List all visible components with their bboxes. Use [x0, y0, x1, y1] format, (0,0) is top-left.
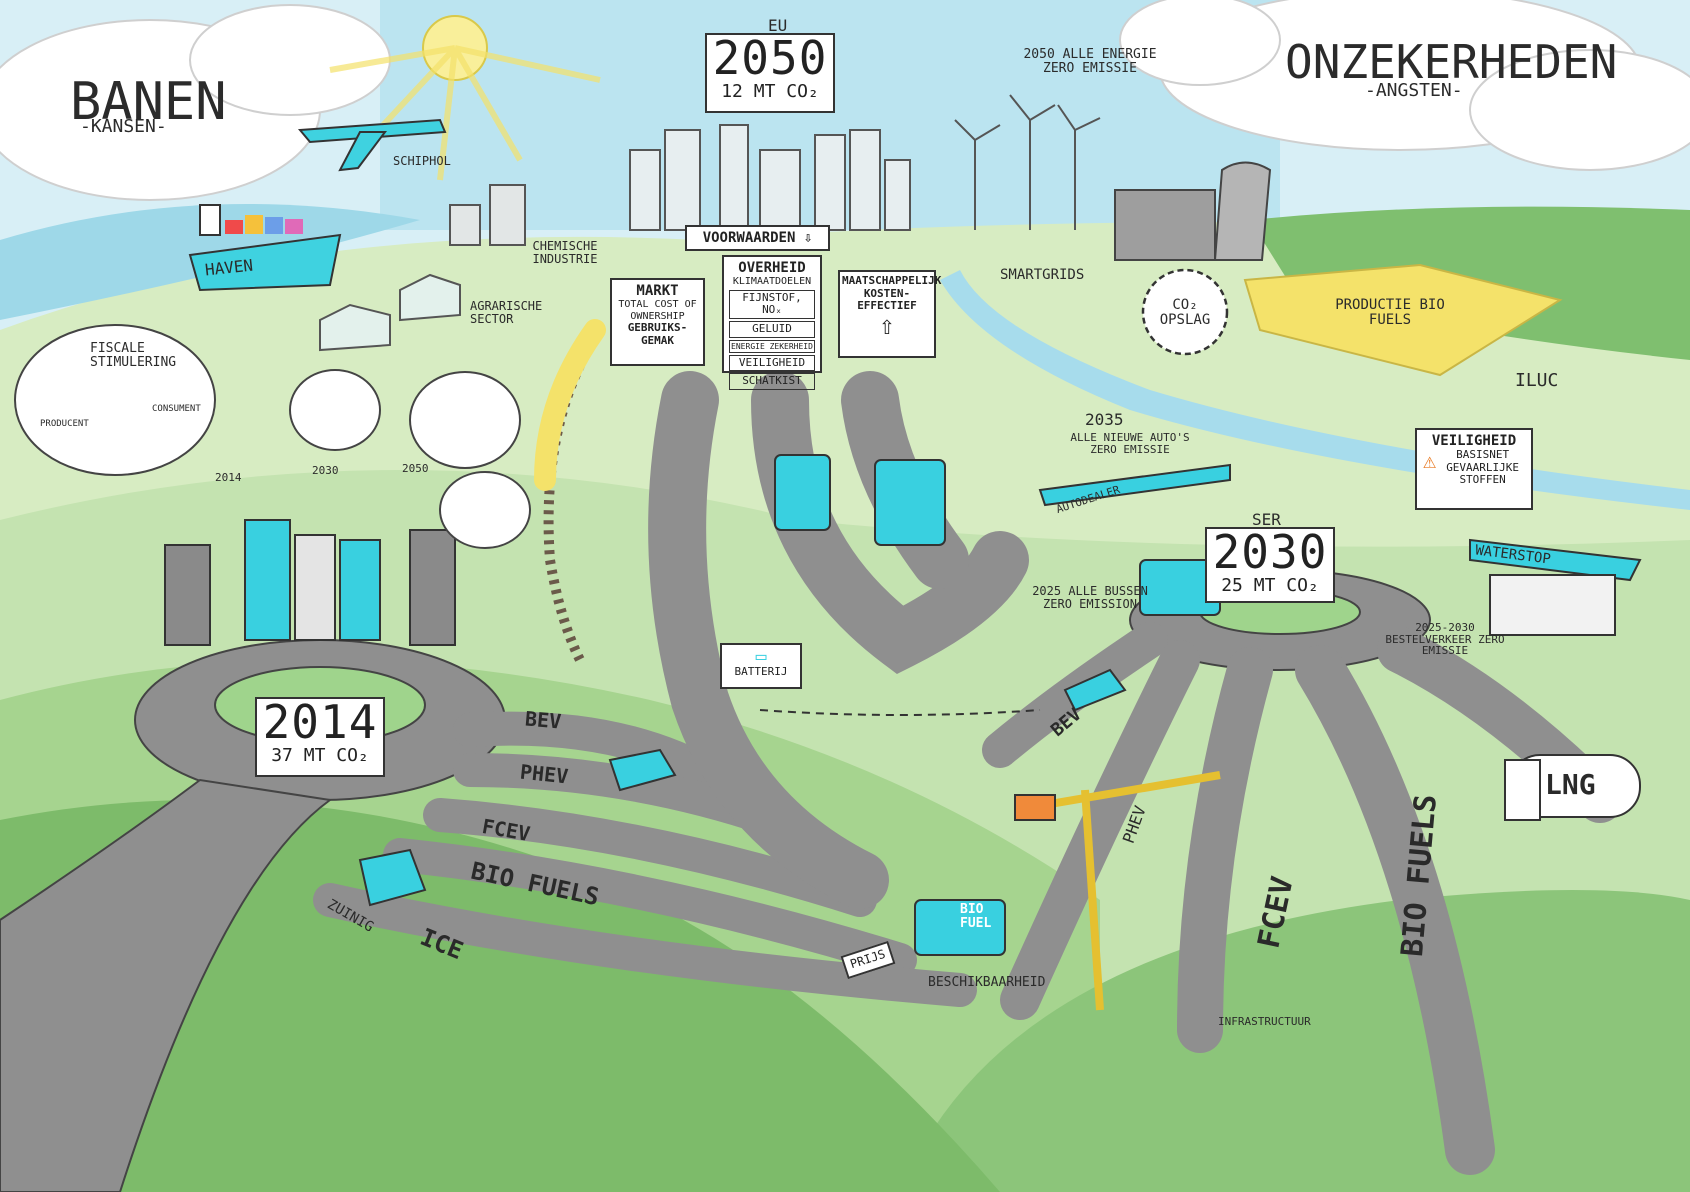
chemical-plant [449, 184, 526, 246]
heading-onzekerheden-sub: -ANGSTEN- [1365, 80, 1463, 101]
waterstop-station [1469, 538, 1642, 636]
road-bev: BEV [524, 706, 563, 734]
timeline-2050: 2050 [402, 462, 429, 475]
label-beschikbaarheid: BESCHIKBAARHEID [928, 975, 1046, 990]
thought-bubbles [14, 324, 531, 549]
batterij-text: BATTERIJ [734, 665, 788, 678]
sign-batterij: ▭ BATTERIJ [720, 643, 802, 689]
goal-2050-year: 2050 [712, 31, 828, 85]
cloud-right [1119, 0, 1690, 171]
truck-icon [774, 454, 831, 531]
label-consument: CONSUMENT [152, 404, 201, 414]
maatschappij-text: MAATSCHAPPELIJK KOSTEN-EFFECTIEF [842, 274, 942, 313]
start-2014-co2: 37 MT CO₂ [271, 745, 369, 766]
stakeholders [164, 519, 456, 646]
airplane-icon [297, 118, 447, 172]
timeline-2014: 2014 [215, 471, 242, 484]
overheid-text: KLIMAATDOELEN [732, 276, 812, 288]
label-producent: PRODUCENT [40, 419, 89, 429]
milestone-2025-text: 2025 ALLE BUSSEN ZERO EMISSION [1032, 584, 1148, 611]
road-lng: LNG [1545, 768, 1596, 801]
milestone-2035-text: ALLE NIEUWE AUTO'S ZERO EMISSIE [1070, 431, 1190, 456]
autodealer-roof [1038, 463, 1231, 507]
overheid-item: ENERGIE ZEKERHEID [729, 339, 815, 353]
veiligheid-title: VEILIGHEID [1431, 433, 1517, 449]
milestone-2035-year: 2035 [1085, 410, 1124, 429]
label-chemische: CHEMISCHE INDUSTRIE [532, 239, 598, 266]
label-co2-opslag: CO₂ OPSLAG [1159, 297, 1211, 328]
goal-2050-box: 2050 12 MT CO₂ [705, 33, 835, 113]
veiligheid-text: BASISNET GEVAARLIJKE STOFFEN [1446, 448, 1520, 487]
car-icon [358, 848, 427, 907]
biofuel-field [1243, 263, 1563, 377]
milestone-2025-2030-text: 2025-2030 BESTELVERKEER ZERO EMISSIE [1385, 621, 1505, 658]
wind-turbines [954, 94, 1101, 230]
overheid-item: SCHATKIST [729, 373, 815, 390]
sign-veiligheid: VEILIGHEID ⚠ BASISNET GEVAARLIJKE STOFFE… [1415, 428, 1533, 510]
label-productie-biofuels: PRODUCTIE BIO FUELS [1335, 297, 1445, 328]
goal-2030-year: 2030 [1212, 525, 1328, 579]
co2-storage [1141, 268, 1229, 356]
overheid-title: OVERHEID [738, 260, 806, 276]
ser-label: SER [1252, 510, 1281, 529]
label-fiscale: FISCALE STIMULERING [90, 341, 177, 370]
bus-icon [874, 459, 946, 546]
warning-icon: ⚠ [1423, 449, 1437, 475]
truck-icon [914, 899, 1006, 956]
overheid-item: VEILIGHEID [729, 354, 815, 372]
start-2014-box: 2014 37 MT CO₂ [255, 697, 385, 777]
label-iluc: ILUC [1515, 370, 1559, 391]
arrow-up-icon: ⇧ [879, 310, 895, 341]
timeline-2030: 2030 [312, 464, 339, 477]
goal-2050-co2: 12 MT CO₂ [721, 81, 819, 102]
start-2014-year: 2014 [262, 695, 378, 749]
cyan-vehicles [358, 454, 1221, 956]
canal [940, 270, 1690, 510]
label-agrarische: AGRARISCHE SECTOR [470, 299, 543, 326]
heading-banen-sub: -KANSEN- [80, 116, 167, 137]
train-icon [534, 319, 606, 491]
overheid-item: FIJNSTOF, NOₓ [729, 289, 815, 319]
greenhouses [319, 273, 461, 352]
sign-markt: MARKT TOTAL COST OF OWNERSHIP GEBRUIKS-G… [610, 278, 705, 366]
battery-link [759, 709, 1041, 716]
markt-item: GEBRUIKS-GEMAK [627, 321, 688, 347]
car-icon [1063, 668, 1127, 712]
truck-biofuel-text: BIO FUEL [960, 902, 992, 931]
road-phev: PHEV [518, 759, 570, 789]
label-smartgrids: SMARTGRIDS [1000, 267, 1085, 283]
battery-icon: ▭ [755, 646, 767, 667]
heading-onzekerheden: ONZEKERHEDEN [1285, 35, 1618, 89]
sign-maatschappij: MAATSCHAPPELIJK KOSTEN-EFFECTIEF ⇧ [838, 270, 942, 358]
label-schiphol: SCHIPHOL [393, 154, 451, 168]
overheid-item: GELUID [729, 320, 815, 338]
power-plant [1114, 161, 1272, 261]
sun-icon [329, 15, 601, 181]
goal-2030-co2: 25 MT CO₂ [1221, 575, 1319, 596]
ship-icon [188, 204, 342, 292]
eu-label: EU [768, 16, 788, 35]
cloud-left [0, 4, 391, 201]
label-energie: 2050 ALLE ENERGIE ZERO EMISSIE [1023, 47, 1157, 76]
lng-truck-icon [1504, 754, 1641, 821]
sign-overheid: OVERHEID KLIMAATDOELEN FIJNSTOF, NOₓ GEL… [722, 255, 822, 390]
heading-banen: BANEN [70, 72, 227, 132]
label-infrastructuur: INFRASTRUCTUUR [1218, 1015, 1311, 1028]
markt-title: MARKT [636, 283, 679, 299]
voorwaarden-header: VOORWAARDEN ⇩ [685, 225, 830, 251]
markt-text: TOTAL COST OF OWNERSHIP [618, 299, 697, 322]
goal-2030-box: 2030 25 MT CO₂ [1205, 527, 1335, 603]
highway [0, 778, 333, 1192]
car-icon [608, 748, 677, 792]
crane-counterweight [1014, 794, 1056, 821]
